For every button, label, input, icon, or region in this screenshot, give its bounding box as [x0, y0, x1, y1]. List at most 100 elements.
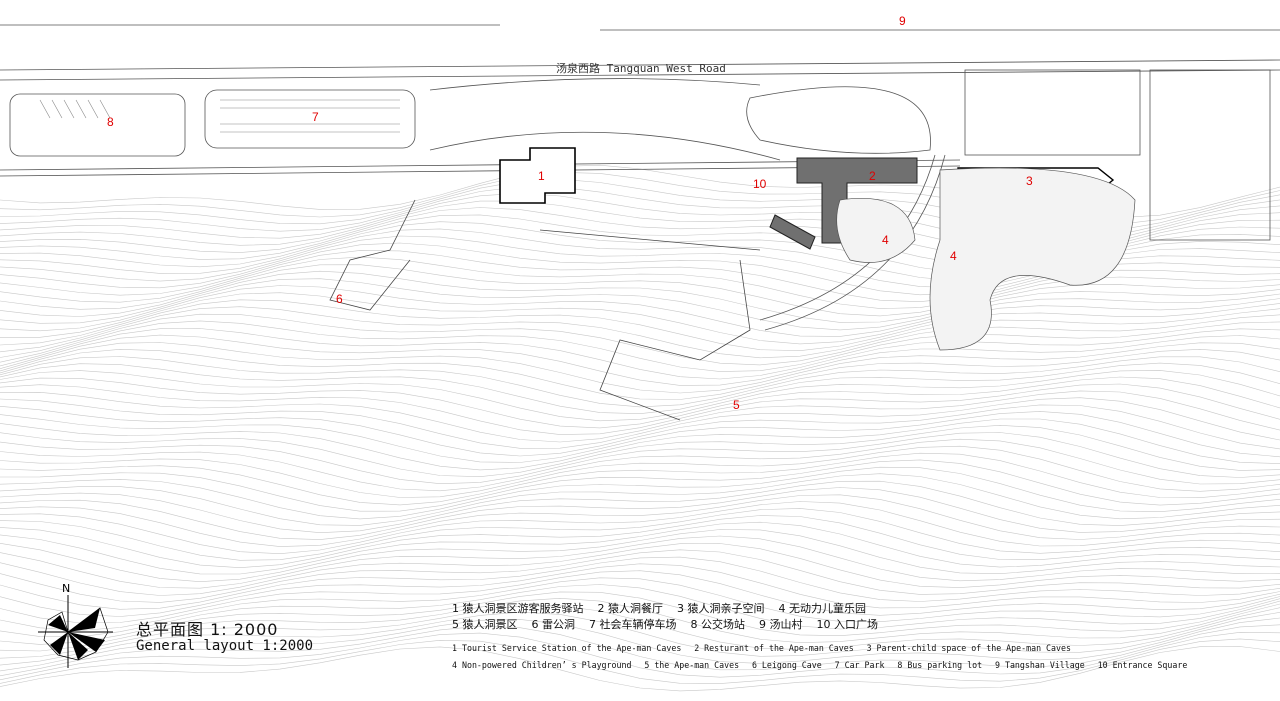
- contour-line: [0, 515, 1280, 569]
- contour-line: [0, 445, 1280, 498]
- marker-7: 7: [312, 110, 319, 124]
- legend-item: 8 公交场站: [690, 618, 746, 631]
- contour-line: [0, 624, 1280, 677]
- contour-line: [0, 535, 1280, 589]
- legend-item: 5 the Ape-man Caves: [644, 661, 740, 671]
- parking-stripes: [39, 99, 400, 133]
- contour-line: [0, 549, 1280, 603]
- contour-line: [0, 292, 1280, 345]
- contour-line: [0, 376, 1280, 429]
- legend-item: 10 Entrance Square: [1097, 661, 1188, 671]
- contour-line: [0, 597, 1280, 652]
- north-arrow-icon: N: [38, 582, 113, 668]
- legend-item: 6 Leigong Cave: [751, 661, 822, 671]
- contour-line: [0, 438, 1280, 492]
- legend-cn-row2: 5 猿人洞景区 6 雷公洞 7 社会车辆停车场 8 公交场站 9 汤山村 10 入口广场: [452, 616, 892, 632]
- contour-line: [0, 342, 1280, 394]
- contour-line: [0, 356, 1280, 408]
- contour-line: [0, 605, 1280, 659]
- contour-line: [0, 397, 1280, 449]
- contour-line: [0, 278, 1280, 331]
- legend-item: 9 Tangshan Village: [994, 661, 1085, 671]
- marker-4a: 4: [882, 233, 889, 247]
- contour-line: [0, 432, 1280, 485]
- legend-item: 10 入口广场: [816, 618, 879, 631]
- contour-line: [0, 270, 1280, 323]
- contour-line: [0, 543, 1280, 596]
- contour-line: [0, 362, 1280, 415]
- marker-2: 2: [869, 169, 876, 183]
- contour-line: [0, 473, 1280, 526]
- contour-line: [0, 638, 1280, 684]
- drawing-title-en: General layout 1:2000: [136, 638, 314, 654]
- legend-item: 3 猿人洞亲子空间: [677, 602, 765, 615]
- legend-item: 3 Parent-child space of the Ape-man Cave…: [866, 644, 1071, 654]
- contour-line: [0, 383, 1280, 435]
- contour-line: [0, 370, 1280, 422]
- legend-item: 5 猿人洞景区: [452, 618, 518, 631]
- marker-10: 10: [753, 177, 767, 191]
- legend-item: 2 猿人洞餐厅: [597, 602, 664, 615]
- legend-en-row2: 4 Non-powered Children’ s Playground 5 th…: [452, 661, 1200, 671]
- legend-item: 1 猿人洞景区游客服务驿站: [452, 602, 584, 615]
- marker-6: 6: [336, 292, 343, 306]
- contour-line: [0, 556, 1280, 610]
- legend-item: 8 Bus parking lot: [897, 661, 983, 671]
- legend-item: 4 Non-powered Children’ s Playground: [452, 661, 632, 671]
- site-markers: 1 2 3 4 4 5 6 7 8 9 10: [107, 14, 1033, 412]
- marker-4b: 4: [950, 249, 957, 263]
- contour-line: [0, 494, 1280, 547]
- legend-item: 7 Car Park: [834, 661, 885, 671]
- marker-1: 1: [538, 169, 545, 183]
- contour-line: [0, 459, 1280, 512]
- contour-line: [0, 501, 1280, 555]
- legend-cn-row1: 1 猿人洞景区游客服务驿站 2 猿人洞餐厅 3 猿人洞亲子空间 4 无动力儿童乐园: [452, 600, 880, 616]
- contour-line: [0, 529, 1280, 583]
- legend-en-row1: 1 Tourist Service Station of the Ape-man…: [452, 644, 1084, 654]
- road-network: [0, 24, 1280, 331]
- marker-3: 3: [1026, 174, 1033, 188]
- legend-item: 9 汤山村: [759, 618, 803, 631]
- contour-line: [0, 591, 1280, 645]
- contour-line: [0, 584, 1280, 638]
- north-label: N: [62, 582, 70, 595]
- contour-line: [0, 328, 1280, 380]
- contour-line: [0, 521, 1280, 575]
- contour-line: [0, 424, 1280, 478]
- drawing-title-cn: 总平面图 1: 2000: [136, 620, 279, 639]
- legend-item: 7 社会车辆停车场: [589, 618, 677, 631]
- contour-line: [0, 285, 1280, 337]
- contour-line: [0, 480, 1280, 534]
- contour-line: [0, 306, 1280, 359]
- building-1: [499, 147, 576, 204]
- playground-areas: [836, 167, 1136, 351]
- contour-line: [0, 508, 1280, 561]
- contour-line: [0, 466, 1280, 520]
- legend-item: 4 无动力儿童乐园: [778, 602, 867, 615]
- cave-paths: [329, 199, 761, 421]
- contour-line: [0, 452, 1280, 506]
- contour-line: [0, 411, 1280, 463]
- road-label: 汤泉西路 Tangquan West Road: [556, 61, 726, 75]
- contour-line: [0, 617, 1280, 672]
- marker-8: 8: [107, 115, 114, 129]
- contour-line: [0, 418, 1280, 471]
- contour-line: [0, 487, 1280, 540]
- contour-line: [0, 299, 1280, 352]
- contour-line: [0, 563, 1280, 617]
- contour-line: [0, 611, 1280, 666]
- contour-line: [0, 348, 1280, 400]
- contour-line: [0, 320, 1280, 372]
- legend-item: 1 Tourist Service Station of the Ape-man…: [452, 644, 682, 654]
- contour-line: [0, 646, 1280, 692]
- marker-9: 9: [899, 14, 906, 28]
- legend-item: 2 Resturant of the Ape-man Caves: [694, 644, 854, 654]
- contour-line: [0, 404, 1280, 457]
- contour-line: [0, 570, 1280, 624]
- legend-item: 6 雷公洞: [531, 618, 576, 631]
- contour-line: [0, 390, 1280, 443]
- contour-line: [0, 313, 1280, 366]
- contour-line: [0, 334, 1280, 386]
